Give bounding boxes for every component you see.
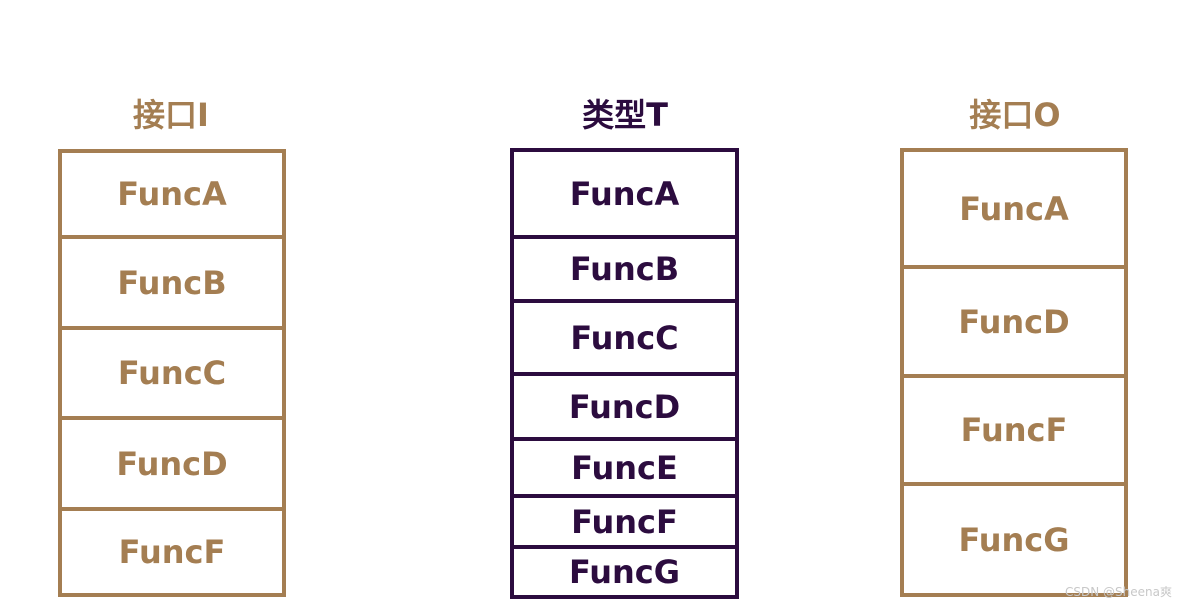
interface-o-func-cell: FuncG: [904, 486, 1124, 597]
interface-i-func-cell: FuncA: [62, 153, 282, 239]
type-t-func-cell: FuncG: [514, 549, 735, 599]
interface-i-func-cell: FuncD: [62, 420, 282, 511]
type-t-func-cell: FuncF: [514, 498, 735, 549]
type-t-title: 类型T: [582, 96, 668, 134]
interface-i-column: FuncA FuncB FuncC FuncD FuncF: [58, 149, 286, 597]
interface-i-title: 接口I: [133, 96, 209, 134]
type-t-func-cell: FuncA: [514, 152, 735, 239]
type-t-func-cell: FuncC: [514, 303, 735, 376]
type-t-func-cell: FuncD: [514, 376, 735, 441]
interface-o-func-cell: FuncA: [904, 152, 1124, 269]
interface-o-func-cell: FuncD: [904, 269, 1124, 378]
watermark: CSDN @Sheena爽: [1065, 585, 1172, 599]
interface-i-func-cell: FuncC: [62, 330, 282, 420]
interface-o-title: 接口O: [969, 96, 1061, 134]
interface-o-func-cell: FuncF: [904, 378, 1124, 486]
interface-i-func-cell: FuncF: [62, 511, 282, 597]
interface-i-func-cell: FuncB: [62, 239, 282, 330]
interface-o-column: FuncA FuncD FuncF FuncG: [900, 148, 1128, 597]
type-t-column: FuncA FuncB FuncC FuncD FuncE FuncF Func…: [510, 148, 739, 599]
type-t-func-cell: FuncB: [514, 239, 735, 303]
type-t-func-cell: FuncE: [514, 441, 735, 498]
